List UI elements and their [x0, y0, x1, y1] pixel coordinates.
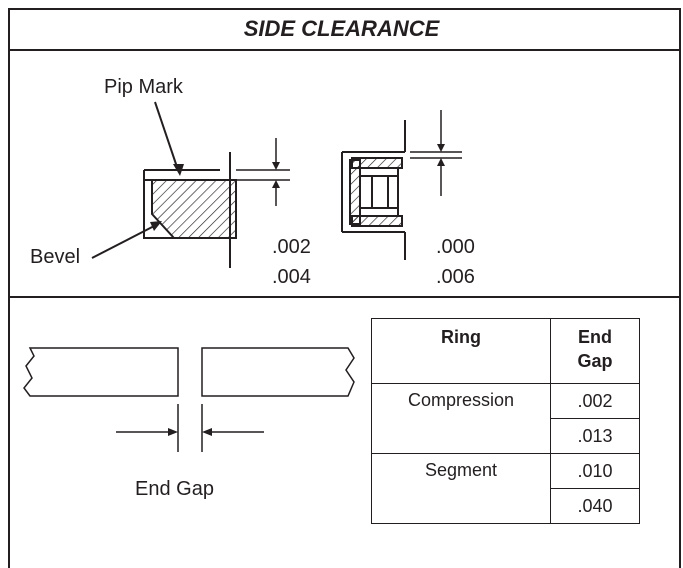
- ring-segment: Segment: [371, 453, 551, 524]
- clearance-a-min: .002: [272, 236, 311, 258]
- section-divider: [8, 296, 681, 298]
- header-end-gap-line1: End: [578, 327, 612, 347]
- end-gap-label: End Gap: [135, 478, 214, 500]
- bevel-label: Bevel: [30, 246, 81, 268]
- end-gap-table: Ring End Gap Compression .002 .013 Segme…: [371, 318, 640, 524]
- pip-mark-label: Pip Mark: [104, 76, 183, 98]
- clearance-a-max: .004: [272, 266, 311, 288]
- header-end-gap-line2: Gap: [577, 351, 613, 371]
- title-divider: [8, 49, 681, 51]
- header-ring: Ring: [371, 318, 551, 384]
- clearance-b-max: .006: [436, 266, 475, 288]
- segment-ring-section: [341, 110, 462, 260]
- header-end-gap: End Gap: [550, 318, 640, 384]
- table-row: Segment .010: [371, 453, 640, 524]
- table-header-row: Ring End Gap: [371, 318, 640, 384]
- figure-frame: [8, 8, 681, 568]
- bevel-leader: [91, 221, 162, 259]
- gap-value: .002: [550, 383, 640, 419]
- gap-value: .040: [550, 488, 640, 524]
- gap-value: .010: [550, 453, 640, 489]
- table-row: .040: [372, 488, 640, 524]
- pip-mark-leader: [154, 101, 184, 176]
- end-gap-drawing: [23, 347, 355, 452]
- gap-value: .013: [550, 418, 640, 454]
- figure-title: SIDE CLEARANCE: [243, 16, 440, 41]
- clearance-b-min: .000: [436, 236, 475, 258]
- table-row: .013: [372, 418, 640, 454]
- ring-compression: Compression: [371, 383, 551, 454]
- compression-ring-section: [143, 138, 290, 268]
- table-row: Compression .002: [371, 383, 640, 454]
